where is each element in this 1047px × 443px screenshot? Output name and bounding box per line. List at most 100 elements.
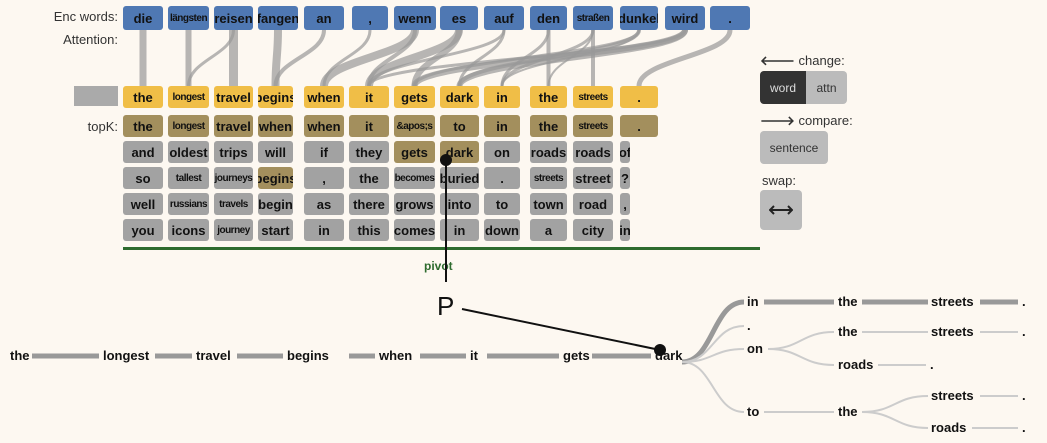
dec-word[interactable]: longest xyxy=(168,86,209,108)
topk-word[interactable]: street xyxy=(573,167,613,189)
tree-word[interactable]: dark xyxy=(655,348,683,363)
topk-word[interactable]: the xyxy=(349,167,389,189)
topk-word[interactable]: well xyxy=(123,193,163,215)
topk-word[interactable]: will xyxy=(258,141,293,163)
enc-word[interactable]: . xyxy=(710,6,750,30)
enc-word[interactable]: straßen xyxy=(573,6,613,30)
tree-word[interactable]: to xyxy=(747,404,760,419)
topk-word[interactable]: ? xyxy=(620,167,630,189)
topk-word[interactable]: this xyxy=(349,219,389,241)
topk-word[interactable]: as xyxy=(304,193,344,215)
dec-word[interactable]: the xyxy=(530,86,567,108)
tree-word[interactable]: . xyxy=(747,318,751,333)
dec-word[interactable]: travel xyxy=(214,86,253,108)
topk-word[interactable]: in xyxy=(440,219,479,241)
swap-button[interactable] xyxy=(760,190,802,230)
tree-word[interactable]: it xyxy=(470,348,478,363)
topk-word[interactable]: longest xyxy=(168,115,209,137)
tree-word[interactable]: longest xyxy=(103,348,150,363)
topk-word[interactable]: journey xyxy=(214,219,253,241)
enc-word[interactable]: es xyxy=(440,6,478,30)
sentence-button[interactable]: sentence xyxy=(760,131,828,164)
enc-word[interactable]: dunkel xyxy=(620,6,658,30)
topk-word[interactable]: to xyxy=(440,115,479,137)
tree-word[interactable]: . xyxy=(1022,324,1026,339)
dec-word[interactable]: in xyxy=(484,86,520,108)
topk-word[interactable]: to xyxy=(484,193,520,215)
tree-word[interactable]: streets xyxy=(931,324,974,339)
topk-word[interactable]: trips xyxy=(214,141,253,163)
topk-word[interactable]: a xyxy=(530,219,567,241)
topk-word[interactable]: they xyxy=(349,141,389,163)
topk-word[interactable]: , xyxy=(620,193,630,215)
tree-word[interactable]: travel xyxy=(196,348,231,363)
tree-word[interactable]: . xyxy=(1022,388,1026,403)
tree-word[interactable]: begins xyxy=(287,348,329,363)
topk-word[interactable]: city xyxy=(573,219,613,241)
topk-word[interactable]: gets xyxy=(394,141,435,163)
enc-word[interactable]: längsten xyxy=(168,6,209,30)
dec-word[interactable]: when xyxy=(304,86,344,108)
tree-word[interactable]: the xyxy=(838,404,858,419)
tree-word[interactable]: streets xyxy=(931,294,974,309)
topk-word[interactable]: in xyxy=(304,219,344,241)
tree-word[interactable]: . xyxy=(1022,294,1026,309)
dec-word[interactable]: begins xyxy=(258,86,293,108)
tree-word[interactable]: streets xyxy=(931,388,974,403)
tree-word[interactable]: the xyxy=(838,294,858,309)
tree-pivot-node[interactable] xyxy=(654,344,666,356)
topk-word[interactable]: , xyxy=(304,167,344,189)
enc-word[interactable]: fangen xyxy=(258,6,298,30)
dec-word[interactable]: streets xyxy=(573,86,613,108)
tree-word[interactable]: when xyxy=(379,348,413,363)
topk-word[interactable]: . xyxy=(620,115,658,137)
topk-word[interactable]: russians xyxy=(168,193,209,215)
tree-word[interactable]: . xyxy=(1022,420,1026,435)
pivot-handle[interactable] xyxy=(440,154,452,166)
topk-word[interactable]: when xyxy=(258,115,293,137)
topk-word[interactable]: and xyxy=(123,141,163,163)
topk-word[interactable]: so xyxy=(123,167,163,189)
tree-word[interactable]: the xyxy=(838,324,858,339)
tree-word[interactable]: gets xyxy=(563,348,590,363)
dec-word[interactable]: . xyxy=(620,86,658,108)
topk-word[interactable]: streets xyxy=(573,115,613,137)
tree-word[interactable]: roads xyxy=(931,420,967,435)
topk-word[interactable]: you xyxy=(123,219,163,241)
topk-word[interactable]: it xyxy=(349,115,389,137)
topk-word[interactable]: on xyxy=(484,141,520,163)
topk-word[interactable]: start xyxy=(258,219,293,241)
topk-word[interactable]: down xyxy=(484,219,520,241)
topk-word[interactable]: tallest xyxy=(168,167,209,189)
topk-word[interactable]: travel xyxy=(214,115,253,137)
enc-word[interactable]: den xyxy=(530,6,567,30)
topk-word[interactable]: town xyxy=(530,193,567,215)
dec-word[interactable]: the xyxy=(123,86,163,108)
tree-word[interactable]: roads xyxy=(838,357,874,372)
topk-word[interactable]: of xyxy=(620,141,630,163)
topk-word[interactable]: in xyxy=(484,115,520,137)
topk-word[interactable]: buried xyxy=(440,167,479,189)
tree-word[interactable]: the xyxy=(10,348,30,363)
topk-word[interactable]: in xyxy=(620,219,630,241)
enc-word[interactable]: die xyxy=(123,6,163,30)
dec-word[interactable]: gets xyxy=(394,86,435,108)
topk-word[interactable]: roads xyxy=(573,141,613,163)
enc-word[interactable]: , xyxy=(352,6,388,30)
topk-word[interactable]: . xyxy=(484,167,520,189)
attn-button[interactable]: attn xyxy=(806,71,847,104)
dec-word[interactable]: dark xyxy=(440,86,479,108)
enc-word[interactable]: reisen xyxy=(214,6,253,30)
enc-word[interactable]: wird xyxy=(665,6,705,30)
topk-word[interactable]: roads xyxy=(530,141,567,163)
dec-word[interactable]: it xyxy=(349,86,389,108)
tree-word[interactable]: . xyxy=(930,357,934,372)
topk-word[interactable]: begins xyxy=(258,167,293,189)
topk-word[interactable]: comes xyxy=(394,219,435,241)
topk-word[interactable]: the xyxy=(123,115,163,137)
topk-word[interactable]: the xyxy=(530,115,567,137)
tree-word[interactable]: in xyxy=(747,294,759,309)
topk-word[interactable]: streets xyxy=(530,167,567,189)
tree-word[interactable]: on xyxy=(747,341,763,356)
enc-word[interactable]: wenn xyxy=(394,6,436,30)
